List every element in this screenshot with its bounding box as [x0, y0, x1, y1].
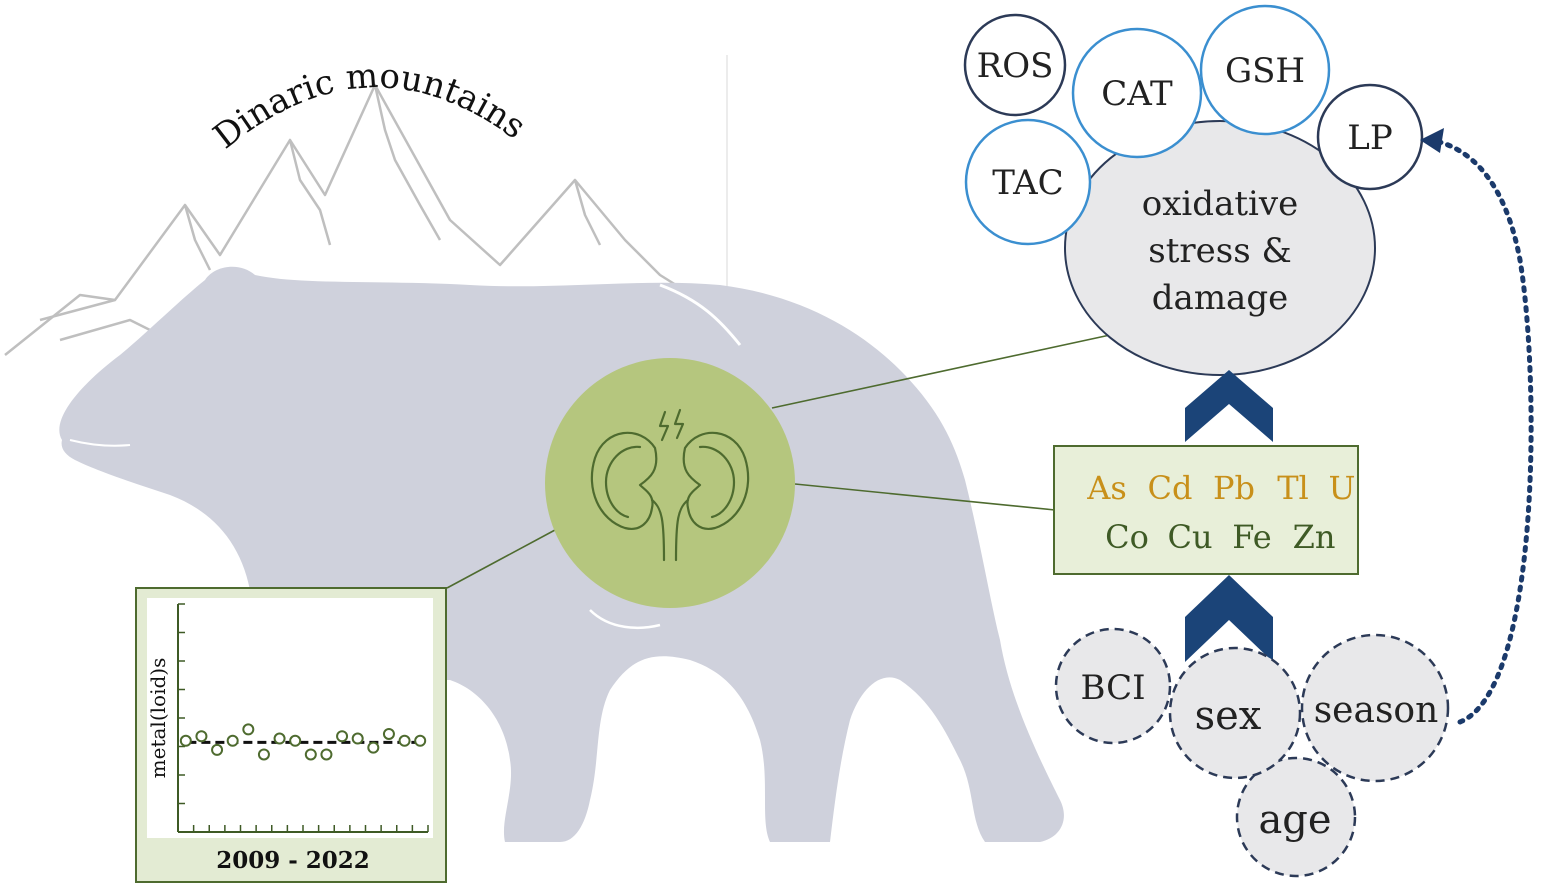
chart-point	[351, 732, 364, 745]
metals-box	[1053, 445, 1359, 575]
metal-essential-zn: Zn	[1293, 518, 1336, 556]
metal-toxic-pb: Pb	[1213, 469, 1255, 507]
factor-bci-circle	[1054, 627, 1172, 745]
chart-point	[273, 732, 286, 745]
chart-point	[398, 734, 411, 747]
toxic-metals-row: As Cd Pb Tl U	[1086, 469, 1355, 507]
marker-lp: LP	[1316, 83, 1424, 191]
mountains-title-text: Dinaric mountains	[206, 56, 533, 157]
bear-leg-line	[589, 609, 661, 630]
factor-sex-label: sex	[1195, 693, 1262, 739]
oxidative-label-line-3: damage	[1152, 278, 1288, 318]
essential-metals-row: Co Cu Fe Zn	[1105, 518, 1335, 556]
marker-ros-label: ROS	[977, 46, 1054, 86]
bear-mouth-line	[69, 439, 131, 447]
chart-point	[382, 727, 395, 740]
factor-circles	[1054, 627, 1450, 878]
marker-tac-label: TAC	[992, 163, 1063, 203]
chart-point	[320, 748, 333, 761]
chart-point	[367, 741, 380, 754]
chart-ylabel: metal(loid)s	[146, 658, 170, 779]
kidney-node	[545, 358, 795, 608]
chart-point	[289, 734, 302, 747]
chart-plot-bg	[147, 598, 433, 838]
mountains-title: Dinaric mountains	[206, 56, 533, 157]
marker-cat: CAT	[1071, 27, 1203, 159]
metal-toxic-as: As	[1086, 469, 1127, 507]
metal-essential-cu: Cu	[1167, 518, 1212, 556]
connector-to-oxidative	[771, 334, 1111, 409]
chevron-up-icon-lower	[1185, 575, 1273, 662]
factor-season-label: season	[1314, 690, 1439, 731]
connector-to-chart	[446, 529, 556, 589]
connectors	[446, 334, 1111, 589]
chart-point	[211, 743, 224, 756]
metal-toxic-u: U	[1329, 469, 1356, 507]
metal-trend-chart: metal(loid)s 2009 - 2022	[135, 587, 447, 883]
chart-point	[179, 734, 192, 747]
marker-gsh-label: GSH	[1225, 51, 1305, 91]
connector-to-metals	[794, 483, 1056, 511]
chart-point	[195, 730, 208, 743]
chart-point	[414, 734, 427, 747]
arrowhead-icon	[1420, 128, 1444, 153]
marker-tac: TAC	[964, 118, 1092, 246]
chart-points	[179, 723, 427, 761]
chart-point	[257, 748, 270, 761]
chart-xlabel: 2009 - 2022	[216, 847, 370, 874]
metal-essential-fe: Fe	[1232, 518, 1271, 556]
chart-axes	[177, 603, 429, 833]
factor-bci-label: BCI	[1080, 668, 1145, 708]
marker-cat-label: CAT	[1101, 74, 1173, 114]
oxidative-stress-ellipse	[1064, 120, 1376, 376]
metal-toxic-tl: Tl	[1277, 469, 1309, 507]
factor-age-circle	[1235, 756, 1357, 878]
metal-toxic-cd: Cd	[1148, 469, 1193, 507]
metal-essential-co: Co	[1105, 518, 1149, 556]
chart-point	[242, 723, 255, 736]
marker-lp-label: LP	[1347, 118, 1392, 158]
marker-ros: ROS	[963, 13, 1067, 117]
factor-sex-circle	[1168, 646, 1302, 780]
factor-season-circle	[1300, 633, 1450, 783]
chart-point	[336, 730, 349, 743]
marker-gsh: GSH	[1199, 4, 1331, 136]
oxidative-label-line-2: stress &	[1148, 231, 1291, 271]
bear-neck-line	[659, 283, 742, 346]
chart-point	[304, 748, 317, 761]
season-to-lp-arrow	[1429, 137, 1534, 725]
kidney-icon	[590, 408, 750, 562]
oxidative-label-line-1: oxidative	[1142, 184, 1298, 224]
chart-point	[226, 734, 239, 747]
factor-age-label: age	[1258, 797, 1331, 843]
mountains-outline	[4, 83, 701, 356]
chevron-up-icon	[1185, 370, 1273, 442]
